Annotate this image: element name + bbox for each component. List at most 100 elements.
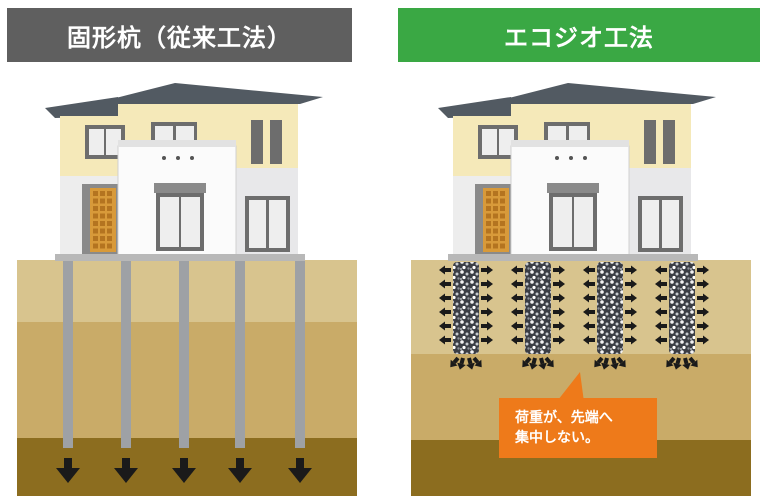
window-slit bbox=[251, 120, 263, 164]
right-panel bbox=[411, 83, 751, 496]
door-panel bbox=[493, 206, 498, 211]
roof-left bbox=[438, 97, 518, 118]
door-panel bbox=[486, 213, 491, 219]
door-panel bbox=[493, 236, 498, 241]
door-panel bbox=[107, 236, 112, 241]
door-panel bbox=[500, 213, 505, 219]
foundation bbox=[448, 254, 698, 261]
window-pane bbox=[642, 200, 659, 248]
door-panel bbox=[500, 198, 505, 204]
door-panel bbox=[493, 228, 498, 234]
window-pane bbox=[106, 129, 121, 155]
callout-text: 荷重が、先端へ 集中しない。 bbox=[499, 398, 657, 458]
left-panel-title: 固形杭（従来工法） bbox=[67, 23, 292, 52]
window-pane bbox=[155, 126, 173, 142]
door-panel bbox=[500, 236, 505, 241]
door-panel bbox=[93, 236, 98, 241]
pile bbox=[235, 258, 245, 448]
door-panel bbox=[493, 243, 498, 249]
left-house bbox=[45, 83, 323, 261]
door-panel bbox=[486, 228, 491, 234]
door-panel bbox=[486, 221, 491, 226]
door-panel bbox=[93, 243, 98, 249]
door bbox=[483, 188, 509, 252]
right-gravel-columns bbox=[453, 262, 695, 354]
window-pane bbox=[160, 197, 179, 247]
parapet bbox=[118, 140, 236, 147]
gravel-column bbox=[669, 262, 695, 354]
door-panel bbox=[93, 191, 98, 196]
window-slit bbox=[663, 120, 675, 164]
right-panel-title: エコジオ工法 bbox=[504, 23, 654, 52]
pile bbox=[179, 258, 189, 448]
foundation bbox=[55, 254, 305, 261]
window-slit bbox=[644, 120, 656, 164]
left-panel-header: 固形杭（従来工法） bbox=[7, 8, 352, 62]
door-panel bbox=[493, 213, 498, 219]
right-house bbox=[438, 83, 716, 261]
door-panel bbox=[100, 206, 105, 211]
door-panel bbox=[493, 198, 498, 204]
door-panel bbox=[486, 198, 491, 204]
roof-main bbox=[501, 83, 716, 104]
window-pane bbox=[176, 126, 194, 142]
door-panel bbox=[107, 221, 112, 226]
door-panel bbox=[500, 243, 505, 249]
door-panel bbox=[100, 221, 105, 226]
left-piles bbox=[63, 258, 305, 448]
vent-dot bbox=[190, 156, 194, 160]
callout-bubble bbox=[499, 372, 657, 458]
door-panel bbox=[500, 191, 505, 196]
door-panel bbox=[107, 191, 112, 196]
gravel-column bbox=[597, 262, 623, 354]
door-panel bbox=[93, 213, 98, 219]
door-panel bbox=[93, 221, 98, 226]
door-panel bbox=[107, 228, 112, 234]
window-pane bbox=[482, 129, 497, 155]
door-panel bbox=[486, 236, 491, 241]
window-pane bbox=[181, 197, 200, 247]
vent-dot bbox=[583, 156, 587, 160]
vent-dot bbox=[176, 156, 180, 160]
gravel-column bbox=[525, 262, 551, 354]
right-panel-header: エコジオ工法 bbox=[398, 8, 760, 62]
pile bbox=[63, 258, 73, 448]
door-panel bbox=[93, 198, 98, 204]
door-panel bbox=[93, 206, 98, 211]
door-panel bbox=[486, 206, 491, 211]
door-panel bbox=[100, 198, 105, 204]
door-panel bbox=[107, 213, 112, 219]
door-panel bbox=[107, 243, 112, 249]
door-panel bbox=[493, 191, 498, 196]
left-panel bbox=[17, 83, 357, 496]
window-pane bbox=[553, 197, 572, 247]
door-panel bbox=[486, 191, 491, 196]
window-slit bbox=[270, 120, 282, 164]
door-panel bbox=[93, 228, 98, 234]
door-panel bbox=[486, 243, 491, 249]
door-panel bbox=[500, 221, 505, 226]
roof-main bbox=[108, 83, 323, 104]
window-pane bbox=[548, 126, 566, 142]
pile bbox=[295, 258, 305, 448]
vent-dot bbox=[569, 156, 573, 160]
window-pane bbox=[574, 197, 593, 247]
door-panel bbox=[500, 228, 505, 234]
door-panel bbox=[107, 206, 112, 211]
door-panel bbox=[100, 228, 105, 234]
roof-left bbox=[45, 97, 125, 118]
door-panel bbox=[493, 221, 498, 226]
window-awning bbox=[547, 183, 599, 193]
door-panel bbox=[500, 206, 505, 211]
door-panel bbox=[100, 243, 105, 249]
window-pane bbox=[89, 129, 104, 155]
door bbox=[90, 188, 116, 252]
door-panel bbox=[107, 198, 112, 204]
window-pane bbox=[662, 200, 679, 248]
window-pane bbox=[569, 126, 587, 142]
window-pane bbox=[269, 200, 286, 248]
vent-dot bbox=[555, 156, 559, 160]
window-pane bbox=[499, 129, 514, 155]
door-panel bbox=[100, 236, 105, 241]
